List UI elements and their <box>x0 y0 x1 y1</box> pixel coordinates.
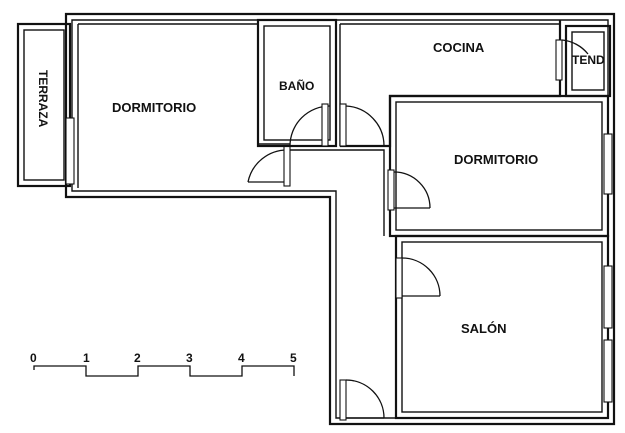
bano-door <box>289 103 331 147</box>
scale-tick-0: 0 <box>30 351 37 365</box>
bano-room: BAÑO <box>256 18 338 148</box>
dormitorio-2-window <box>603 133 613 195</box>
scale-tick-3: 3 <box>186 351 193 365</box>
salon-room: SALÓN <box>394 234 613 420</box>
salon-window-bottom <box>603 339 613 403</box>
cocina-room: COCINA <box>339 20 589 148</box>
dormitorio-1-label: DORMITORIO <box>112 100 196 115</box>
bano-label: BAÑO <box>279 78 314 93</box>
tend-room: TEND <box>564 24 612 98</box>
scale-tick-4: 4 <box>238 351 245 365</box>
entrance-door <box>339 379 385 421</box>
cocina-tend-door <box>555 39 589 81</box>
scale-bar: 0 1 2 3 4 5 <box>30 351 297 377</box>
dormitorio-2-label: DORMITORIO <box>454 152 538 167</box>
terraza-room: TERRAZA <box>16 22 75 188</box>
terraza-window <box>65 117 75 185</box>
salon-window-top <box>603 265 613 329</box>
terraza-label: TERRAZA <box>36 70 50 128</box>
cocina-door <box>339 103 385 147</box>
cocina-label: COCINA <box>433 40 485 55</box>
dormitorio-2-door <box>387 169 431 211</box>
salon-door <box>395 257 441 299</box>
hallway <box>290 149 385 421</box>
outer-walls <box>64 12 616 426</box>
dormitorio-2-room: DORMITORIO <box>387 94 613 238</box>
scale-tick-2: 2 <box>134 351 141 365</box>
scale-tick-5: 5 <box>290 351 297 365</box>
dormitorio-1-door <box>247 145 291 187</box>
scale-tick-1: 1 <box>83 351 90 365</box>
salon-label: SALÓN <box>461 321 507 336</box>
tend-label: TEND <box>572 53 605 67</box>
